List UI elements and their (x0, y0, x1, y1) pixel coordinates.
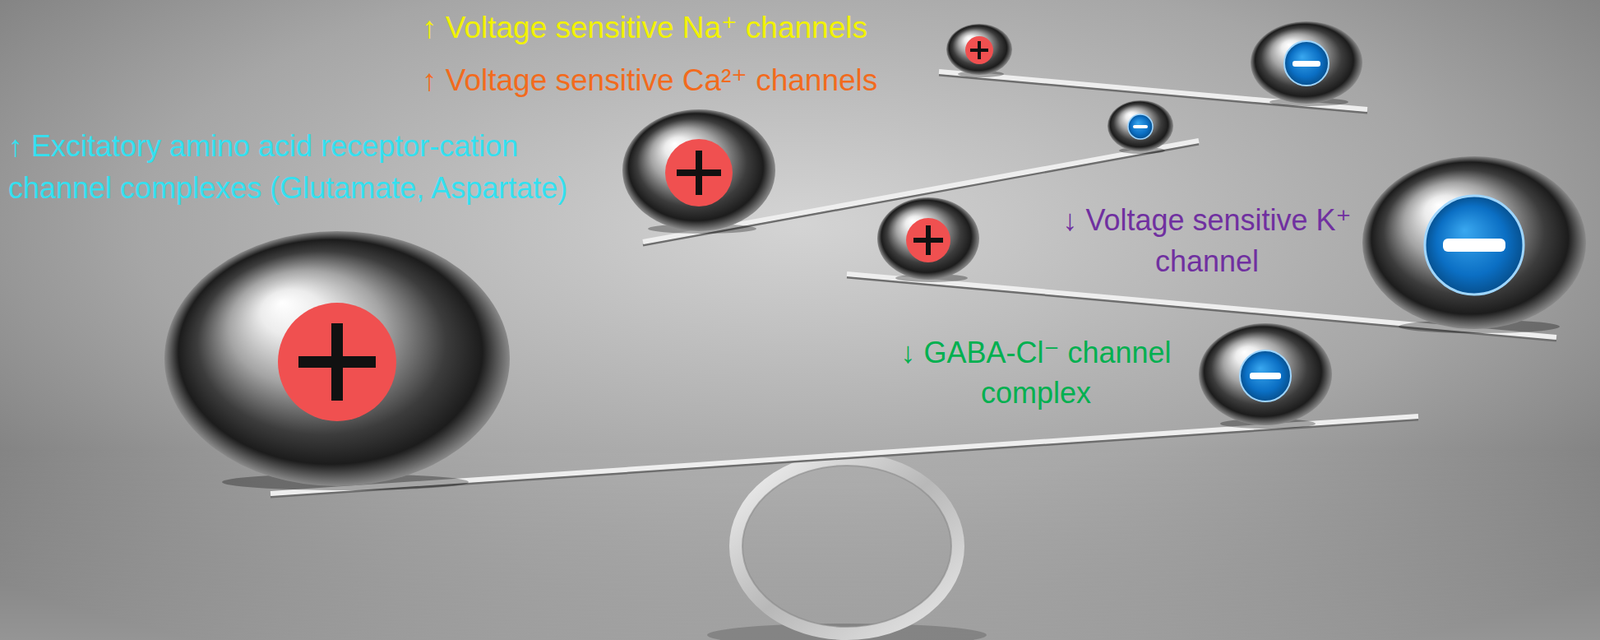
minus-disc (1128, 114, 1153, 139)
minus-bar (1249, 372, 1281, 380)
minus-disc (1424, 195, 1524, 295)
plus-bar (331, 323, 343, 401)
positive-ball (877, 197, 980, 283)
annotation-label: ↓ Voltage sensitive K⁺ channel (1054, 199, 1360, 283)
chrome-ball (1250, 21, 1363, 104)
annotation-label: ↑ Voltage sensitive Na⁺ channels (421, 9, 868, 47)
minus-bar (1442, 238, 1506, 252)
negative-ball (1250, 21, 1363, 107)
minus-bar (1292, 60, 1321, 67)
plus-disc (277, 302, 397, 421)
plus-disc (965, 36, 994, 65)
positive-ball (164, 231, 510, 491)
chrome-ball (164, 231, 510, 486)
chrome-ball (622, 109, 776, 232)
positive-ball (622, 109, 776, 234)
negative-ball (1107, 100, 1174, 154)
chrome-ball (946, 23, 1013, 75)
plus-bar (695, 150, 703, 195)
annotation-label: ↓ GABA-Cl⁻ channel complex (887, 332, 1184, 413)
chrome-ball (1362, 156, 1587, 329)
plus-disc (906, 217, 951, 263)
chrome-ball (1107, 100, 1174, 152)
minus-disc (1239, 350, 1291, 402)
negative-ball (1198, 323, 1332, 429)
negative-ball (1362, 156, 1587, 333)
plus-disc (665, 138, 733, 207)
plus-bar (977, 41, 981, 60)
ring-stand (735, 458, 958, 634)
chrome-ball (877, 197, 980, 280)
chrome-ball (1198, 323, 1332, 426)
annotation-label: ↑ Voltage sensitive Ca²⁺ channels (421, 62, 878, 99)
plus-bar (925, 225, 931, 255)
ring-inner-edge (742, 465, 952, 627)
minus-bar (1132, 124, 1148, 129)
minus-disc (1284, 41, 1329, 86)
annotation-label: ↑ Excitatory amino acid receptor-cation … (8, 124, 613, 209)
positive-ball (946, 23, 1013, 78)
